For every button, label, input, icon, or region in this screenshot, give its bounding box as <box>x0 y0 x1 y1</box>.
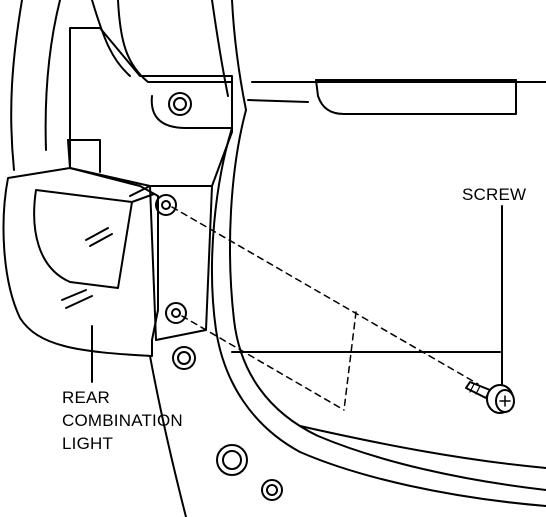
rear-combination-light <box>2 27 233 357</box>
grommet-mid <box>172 346 196 370</box>
light-label-line-3: LIGHT <box>62 434 114 453</box>
screw-hole-lower <box>165 302 187 324</box>
mounting-bracket <box>129 185 213 341</box>
light-label-line-2: COMBINATION <box>62 411 183 430</box>
screw-hole-upper <box>155 194 177 216</box>
light-label-line-1: REAR <box>62 388 111 407</box>
upper-grommet <box>168 92 192 116</box>
body-outer-contours <box>10 0 233 171</box>
screw-guide-lines <box>171 206 479 411</box>
screw-label: SCREW <box>462 183 526 206</box>
grommet-lower <box>216 444 248 476</box>
window-edge-lines <box>211 0 546 111</box>
grommet-bottom <box>261 479 283 501</box>
trim-molding <box>315 79 517 115</box>
quarter-panel-contours <box>149 109 546 517</box>
screw <box>465 381 515 414</box>
screw-label-text: SCREW <box>462 185 527 204</box>
rear-combination-light-label: REAR COMBINATION LIGHT <box>62 386 183 455</box>
